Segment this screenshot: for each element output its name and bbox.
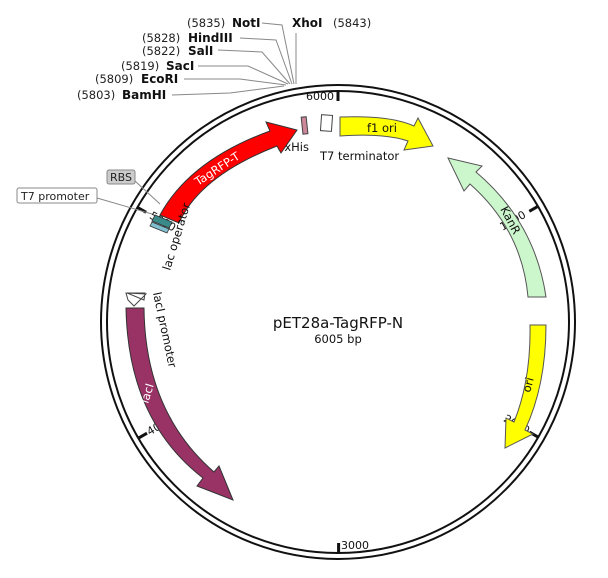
enzyme-xhoi-position: (5843): [333, 16, 371, 30]
feature-6xhis[interactable]: [300, 116, 309, 135]
plasmid-size: 6005 bp: [314, 332, 362, 346]
feature-kanr[interactable]: [447, 157, 547, 298]
enzyme-bamhi-position: (5803): [77, 88, 115, 102]
feature-tagrfp-t[interactable]: [159, 121, 298, 224]
rbs-callout: RBS: [106, 169, 161, 205]
enzyme-sali-name: SalI: [188, 44, 213, 58]
leader-line-sali: [217, 49, 291, 85]
enzyme-noti-name: NotI: [232, 16, 261, 30]
backbone-outer-ring: [100, 84, 576, 560]
leader-line-noti: [261, 22, 295, 85]
feature-lac-operator[interactable]: [149, 214, 173, 234]
t7-promoter-label: T7 promoter: [20, 190, 90, 203]
enzyme-noti-position: (5835): [187, 16, 225, 30]
tick-4000: [137, 431, 148, 440]
enzyme-ecori-position: (5809): [95, 72, 133, 86]
feature-laci[interactable]: [125, 307, 234, 501]
feature-f1-ori-label: f1 ori: [367, 121, 397, 135]
t7-promoter-callout: T7 promoter: [16, 187, 153, 215]
leader-line-bamhi: [171, 85, 285, 96]
feature-laci-promoter[interactable]: [125, 292, 148, 307]
feature-laci-label: lacI: [137, 382, 156, 405]
enzyme-ecori-name: EcoRI: [141, 72, 178, 86]
rbs-label: RBS: [110, 171, 132, 184]
enzyme-hindiii-position: (5828): [142, 31, 180, 45]
enzyme-labels: (5835) NotI XhoI (5843) (5828) HindIII (…: [77, 16, 371, 102]
enzyme-xhoi-name: XhoI: [292, 16, 323, 30]
feature-t7-terminator-box[interactable]: [319, 114, 334, 132]
feature-ori[interactable]: [504, 324, 547, 449]
feature-t7-terminator-label: T7 terminator: [319, 149, 399, 163]
leader-line-saci: [198, 65, 289, 85]
plasmid-name: pET28a-TagRFP-N: [273, 314, 403, 332]
enzyme-leader-lines: [171, 22, 297, 96]
feature-ori-label: ori: [519, 376, 536, 394]
leader-line-ecori: [184, 78, 287, 86]
enzyme-bamhi-name: BamHI: [122, 88, 166, 102]
tick-label-6000: 6000: [306, 90, 334, 103]
enzyme-saci-name: SacI: [166, 59, 194, 73]
enzyme-sali-position: (5822): [142, 44, 180, 58]
enzyme-hindiii-name: HindIII: [188, 31, 233, 45]
leader-line-hindiii: [239, 37, 293, 85]
feature-laci-promoter-label: lacI promoter: [150, 291, 180, 369]
tick-1000: [528, 205, 539, 213]
enzyme-saci-position: (5819): [121, 59, 159, 73]
feature-f1-ori[interactable]: [339, 116, 434, 151]
tick-label-3000: 3000: [341, 539, 369, 552]
